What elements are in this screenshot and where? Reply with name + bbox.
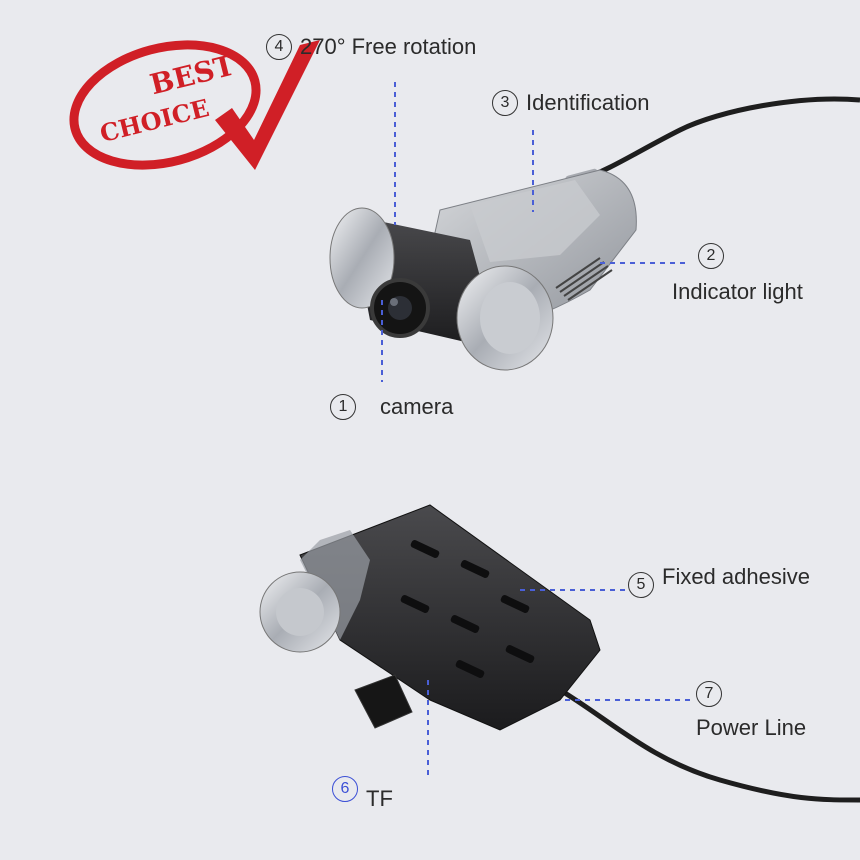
label-power: 7 Power Line — [696, 680, 846, 741]
number-7-icon: 7 — [696, 681, 722, 708]
number-3-icon: 3 — [492, 90, 518, 117]
right-cap-inner — [480, 282, 540, 354]
number-6-icon: 6 — [332, 776, 358, 803]
top-power-cable — [579, 96, 860, 183]
vent-slots — [555, 257, 613, 301]
bottom-cap-inner — [276, 588, 324, 636]
tf-card — [354, 674, 413, 729]
left-chrome-cap — [329, 207, 395, 309]
number-1-icon: 1 — [330, 394, 356, 421]
label-plate — [470, 180, 600, 262]
adhesive-slots — [400, 540, 535, 678]
leader-lines — [381, 82, 690, 775]
number-5-icon: 5 — [628, 572, 654, 598]
badge-ring — [69, 40, 261, 170]
label-indicator: 2 Indicator light — [672, 242, 842, 305]
top-device — [329, 96, 860, 371]
silver-band — [300, 530, 370, 640]
dark-body — [299, 504, 601, 731]
bottom-power-cable — [558, 687, 860, 803]
bottom-device — [259, 504, 860, 803]
checkmark-icon — [215, 40, 320, 170]
lens-highlight — [390, 298, 398, 306]
number-4-icon: 4 — [266, 34, 292, 61]
badge-line1: BEST — [147, 48, 239, 101]
number-2-icon: 2 — [698, 243, 724, 270]
